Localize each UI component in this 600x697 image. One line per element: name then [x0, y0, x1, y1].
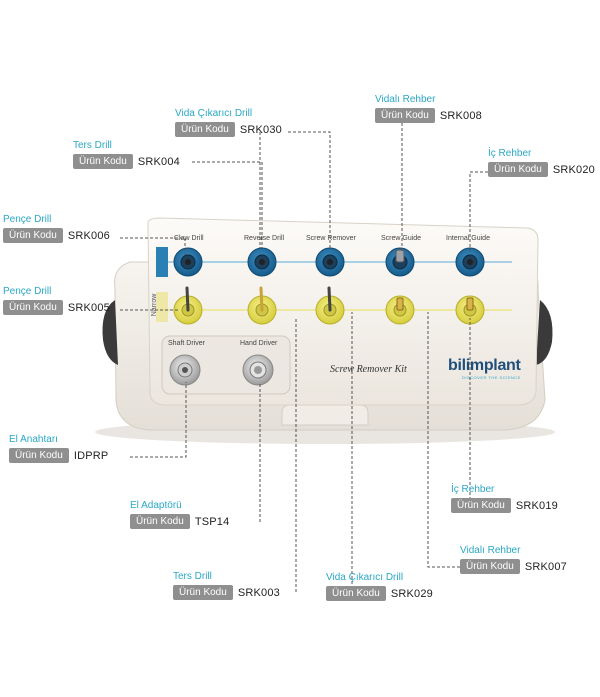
slot-label-claw-drill: Claw Drill — [174, 235, 204, 242]
leader-idprp — [130, 382, 187, 458]
product-code-badge: Ürün Kodu — [130, 514, 190, 529]
product-code: SRK020 — [552, 163, 595, 176]
product-code: SRK007 — [524, 560, 567, 573]
slot-label-reverse-drill: Reverse Drill — [244, 235, 285, 242]
callout-title: El Adaptörü — [130, 500, 182, 511]
callout-title: İç Rehber — [488, 148, 532, 159]
wide-socket-internal-guide — [455, 247, 485, 277]
narrow-socket-screw-remover — [315, 286, 345, 325]
narrow-row-sockets — [173, 286, 485, 325]
product-code-badge: Ürün Kodu — [9, 448, 69, 463]
narrow-socket-reverse-drill — [247, 286, 277, 325]
product-code-badge: Ürün Kodu — [451, 498, 511, 513]
driver-label-shaft: Shaft Driver — [168, 340, 205, 347]
hand-driver-socket — [242, 354, 274, 386]
wide-row-sockets — [173, 247, 485, 277]
product-code: SRK005 — [67, 301, 110, 314]
wide-row-tag — [156, 247, 168, 277]
leader-srk007 — [427, 312, 460, 568]
product-code-badge: Ürün Kodu — [173, 585, 233, 600]
callout-title: Vidalı Rehber — [460, 545, 521, 556]
case-side-right — [536, 300, 553, 365]
product-code-badge: Ürün Kodu — [73, 154, 133, 169]
case-side-left — [102, 300, 118, 365]
product-code: SRK003 — [237, 586, 280, 599]
callout-srk003: Ters Drill Ürün Kodu SRK003 — [173, 571, 280, 600]
brand-logo: bilimplant — [448, 357, 521, 374]
narrow-socket-claw-drill — [173, 286, 203, 325]
product-code-badge: Ürün Kodu — [3, 228, 63, 243]
product-code-badge: Ürün Kodu — [460, 559, 520, 574]
callout-idprp: El Anahtarı Ürün Kodu IDPRP — [9, 434, 108, 463]
product-code: SRK019 — [515, 499, 558, 512]
narrow-socket-internal-guide — [455, 295, 485, 325]
callout-title: Ters Drill — [173, 571, 212, 582]
leader-srk006 — [120, 237, 186, 255]
wide-socket-screw-guide — [385, 247, 415, 277]
callout-title: Vida Çıkarıcı Drill — [175, 108, 253, 119]
callout-srk030: Vida Çıkarıcı Drill Ürün Kodu SRK030 — [175, 108, 282, 137]
callout-title: Vida Çıkarıcı Drill — [326, 572, 404, 583]
product-code-badge: Ürün Kodu — [175, 122, 235, 137]
callout-srk004: Ters Drill Ürün Kodu SRK004 — [73, 140, 180, 169]
product-code: SRK004 — [137, 155, 180, 168]
product-code-badge: Ürün Kodu — [375, 108, 435, 123]
callout-srk019: İç Rehber Ürün Kodu SRK019 — [451, 484, 558, 513]
callout-title: Ters Drill — [73, 140, 112, 151]
wide-row-label: Wide — [151, 234, 158, 250]
narrow-row-label: Narrow — [151, 293, 158, 317]
wide-socket-screw-remover — [315, 247, 345, 277]
narrow-socket-screw-guide — [385, 295, 415, 325]
product-code-badge: Ürün Kodu — [326, 586, 386, 601]
callout-title: Pençe Drill — [3, 286, 52, 297]
callout-title: El Anahtarı — [9, 434, 58, 445]
product-code-badge: Ürün Kodu — [3, 300, 63, 315]
case-latch — [281, 404, 369, 426]
kit-name: Screw Remover Kit — [330, 364, 407, 375]
slot-label-internal-guide: Internal Guide — [446, 235, 490, 242]
product-code: SRK006 — [67, 229, 110, 242]
callout-title: Vidalı Rehber — [375, 94, 436, 105]
callout-srk007: Vidalı Rehber Ürün Kodu SRK007 — [460, 545, 567, 574]
product-code: IDPRP — [73, 449, 109, 462]
callout-srk020: İç Rehber Ürün Kodu SRK020 — [488, 148, 595, 177]
leader-srk004 — [192, 161, 263, 248]
brand-tagline: DISCOVER THE SCIENCE — [462, 375, 521, 380]
callout-srk005: Pençe Drill Ürün Kodu SRK005 — [3, 286, 110, 315]
leader-srk030-h — [288, 131, 331, 248]
callout-tsp14: El Adaptörü Ürün Kodu TSP14 — [130, 500, 229, 529]
product-code: SRK030 — [239, 123, 282, 136]
slot-label-screw-guide: Screw Guide — [381, 235, 422, 242]
leader-srk020 — [469, 171, 488, 252]
shaft-driver-socket — [169, 354, 201, 386]
wide-socket-claw-drill — [173, 247, 203, 277]
driver-label-hand: Hand Driver — [240, 340, 278, 347]
callout-srk006: Pençe Drill Ürün Kodu SRK006 — [3, 214, 110, 243]
wide-socket-reverse-drill — [247, 247, 277, 277]
callout-title: İç Rehber — [451, 484, 495, 495]
callout-title: Pençe Drill — [3, 214, 52, 225]
product-code: TSP14 — [194, 515, 230, 528]
product-code: SRK029 — [390, 587, 433, 600]
slot-label-screw-remover: Screw Remover — [306, 235, 356, 242]
leader-lines — [120, 118, 488, 594]
callout-srk029: Vida Çıkarıcı Drill Ürün Kodu SRK029 — [326, 572, 433, 601]
callout-srk008: Vidalı Rehber Ürün Kodu SRK008 — [375, 94, 482, 123]
product-code: SRK008 — [439, 109, 482, 122]
product-code-badge: Ürün Kodu — [488, 162, 548, 177]
narrow-row-tag — [156, 292, 168, 322]
